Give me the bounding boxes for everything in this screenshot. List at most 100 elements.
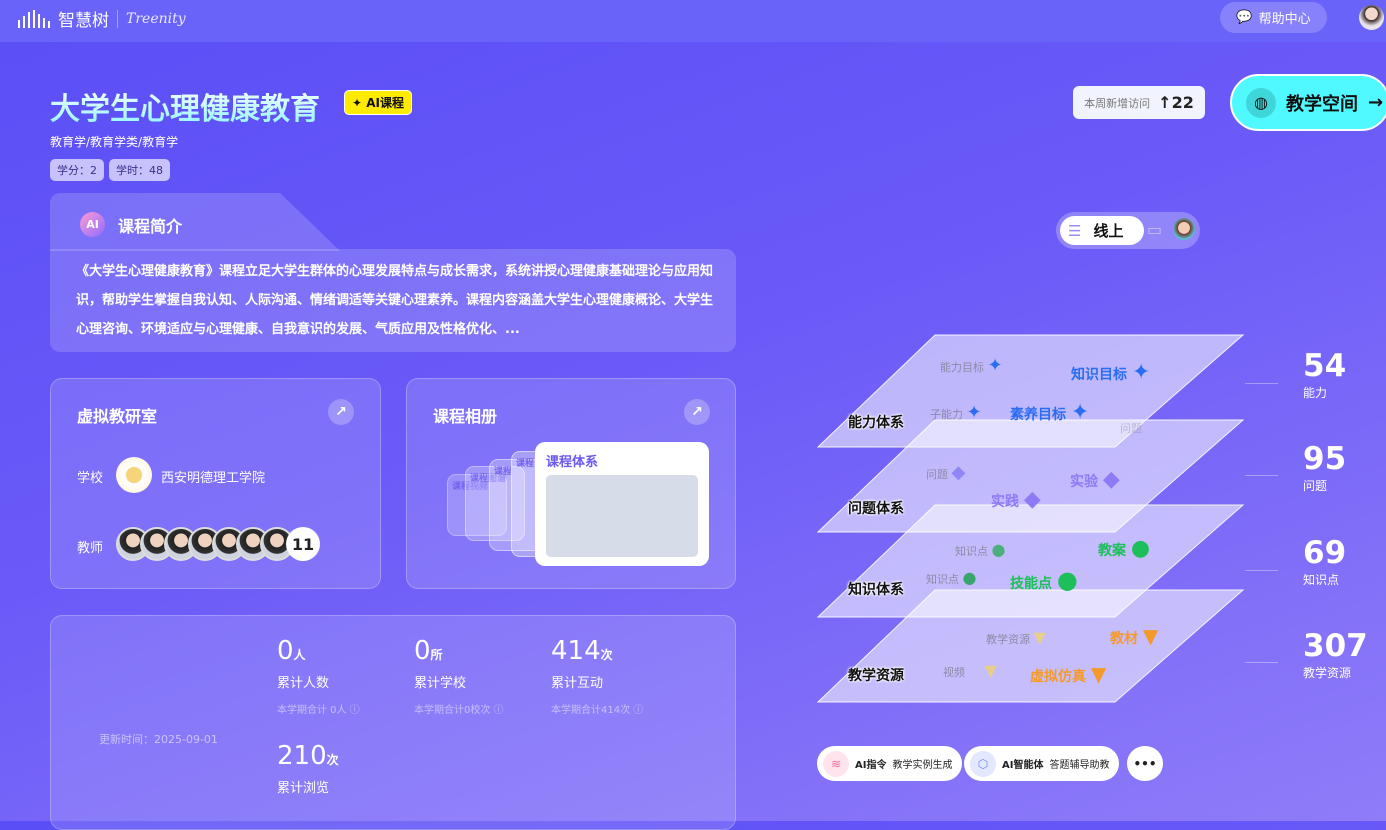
logo[interactable]: 智慧树 Treenity: [18, 6, 186, 31]
lab-title: 虚拟教研室: [77, 407, 158, 426]
hours-chip: 学时：48: [109, 159, 170, 181]
teaching-space-button[interactable]: ◍ 教学空间 →: [1230, 74, 1386, 131]
tool-desc: 教学实例生成: [892, 760, 953, 771]
visits-number: 22: [1171, 93, 1194, 112]
stat-schools: 0所累计学校本学期合计0校次 ⓘ: [414, 636, 504, 716]
school-label: 学校: [77, 471, 104, 486]
open-arrow-icon[interactable]: ↗: [684, 399, 710, 425]
circle-icon: ●: [991, 540, 1006, 559]
diamond-icon: ◆: [951, 462, 966, 483]
circle-icon: ●: [962, 568, 977, 587]
node-label: 教学资源: [986, 633, 1030, 646]
layer-name: 问题体系: [848, 501, 904, 517]
tool-desc: 答题辅导助教: [1049, 760, 1110, 771]
assistant-avatar[interactable]: [1173, 218, 1195, 240]
layer-name: 知识体系: [848, 582, 904, 598]
online-label: 线上: [1093, 222, 1124, 240]
course-title: 大学生心理健康教育: [50, 84, 320, 128]
triangle-icon: ▼: [1090, 662, 1107, 686]
logo-en: Treenity: [126, 10, 186, 27]
stats-panel: 更新时间：2025-09-01 0人累计人数本学期合计 0人 ⓘ 0所累计学校本…: [50, 615, 736, 830]
node-label: 技能点: [1010, 576, 1052, 592]
triangle-icon: ▼: [1033, 628, 1046, 647]
user-avatar[interactable]: [1359, 5, 1384, 30]
album-title: 课程相册: [433, 407, 498, 426]
album-card-main[interactable]: 课程体系: [535, 442, 709, 566]
node-label: 能力目标: [940, 361, 984, 374]
credit-chip: 学分：2: [50, 159, 104, 181]
course-intro: AI 课程简介 《大学生心理健康教育》课程立足大学生群体的心理发展特点与成长需求…: [50, 193, 736, 352]
more-button[interactable]: •••: [1127, 746, 1163, 781]
visits-value: ↑22: [1158, 93, 1194, 112]
circle-icon: ●: [1130, 536, 1151, 561]
triangle-icon: ▼: [984, 661, 997, 680]
node-label: 问题: [1120, 422, 1142, 435]
top-bar: [0, 0, 1386, 42]
stat-people: 0人累计人数本学期合计 0人 ⓘ: [277, 636, 360, 716]
teacher-avatars[interactable]: 11: [116, 527, 320, 561]
triangle-icon: ▼: [1142, 624, 1159, 648]
layers-icon: ☰: [1068, 221, 1082, 240]
logo-bars-icon: [18, 9, 50, 28]
school-logo: [116, 457, 152, 493]
divider: [117, 9, 118, 28]
teacher-count: 11: [286, 527, 320, 561]
node-label: 视频: [943, 666, 965, 679]
node-label: 知识点: [955, 545, 988, 558]
updated-time: 更新时间：2025-09-01: [99, 733, 218, 746]
agent-icon: ⬡: [970, 750, 996, 777]
open-arrow-icon[interactable]: ↗: [328, 399, 354, 425]
space-label: 教学空间: [1286, 93, 1358, 115]
ai-icon: AI: [80, 212, 105, 237]
node-label: 素养目标: [1010, 407, 1066, 423]
node-label: 知识点: [926, 573, 959, 586]
tool-name: AI智能体: [1002, 760, 1044, 771]
layer-name: 能力体系: [848, 415, 904, 431]
stat-interactions: 414次累计互动本学期合计414次 ⓘ: [551, 636, 644, 716]
course-category: 教育学/教育学类/教育学: [50, 135, 179, 149]
star-icon: ✦: [966, 402, 982, 423]
album-card[interactable]: 课程视频: [447, 474, 507, 536]
visits-label: 本周新增访问: [1084, 96, 1151, 110]
node-label: 子能力: [930, 408, 963, 421]
circle-icon: ●: [1056, 566, 1078, 594]
online-option[interactable]: ☰ 线上: [1060, 216, 1144, 245]
tool-name: AI指令: [855, 760, 887, 771]
arrow-right-icon: →: [1368, 92, 1384, 113]
whiteboard-icon[interactable]: ▭: [1147, 220, 1163, 239]
node-label: 知识目标: [1071, 367, 1127, 383]
stat-views: 210次累计浏览: [277, 741, 339, 796]
ai-course-badge: ✦ AI课程: [344, 90, 412, 115]
node-label: 问题: [926, 468, 948, 481]
help-center-button[interactable]: 💬帮助中心: [1220, 2, 1327, 33]
album-card-title: 课程体系: [546, 455, 599, 470]
logo-cn: 智慧树: [58, 11, 109, 31]
diamond-icon: ◆: [1023, 487, 1041, 512]
stack-icon: ≋: [823, 750, 849, 777]
help-label: 帮助中心: [1258, 12, 1311, 27]
ai-command-button[interactable]: ≋ AI指令教学实例生成: [817, 746, 963, 781]
star-icon: ✦: [987, 355, 1003, 376]
node-label: 实验: [1070, 474, 1098, 490]
star-icon: ✦: [1131, 360, 1151, 385]
node-label: 教案: [1098, 543, 1126, 559]
ai-agent-button[interactable]: ⬡ AI智能体答题辅导助教: [964, 746, 1120, 781]
mode-toggle[interactable]: ☰ 线上 ▭: [1056, 212, 1200, 249]
node-label: 实践: [991, 494, 1019, 510]
node-label: 教材: [1110, 631, 1138, 647]
school-name: 西安明德理工学院: [161, 471, 266, 486]
virtual-lab-card[interactable]: 虚拟教研室 ↗ 学校 西安明德理工学院 教师 11: [50, 378, 381, 589]
diamond-icon: ◆: [1102, 467, 1120, 492]
intro-text: 《大学生心理健康教育》课程立足大学生群体的心理发展特点与成长需求，系统讲授心理健…: [76, 264, 714, 337]
intro-title: 课程简介: [118, 217, 183, 236]
weekly-visits: 本周新增访问 ↑22: [1073, 86, 1205, 119]
layer-name: 教学资源: [848, 668, 904, 684]
layer-plane: [816, 334, 1245, 448]
globe-icon: ◍: [1246, 87, 1276, 118]
course-album-card[interactable]: 课程相册 ↗ 课程视频 课程图谱 课程 课程 课程体系: [406, 378, 736, 589]
